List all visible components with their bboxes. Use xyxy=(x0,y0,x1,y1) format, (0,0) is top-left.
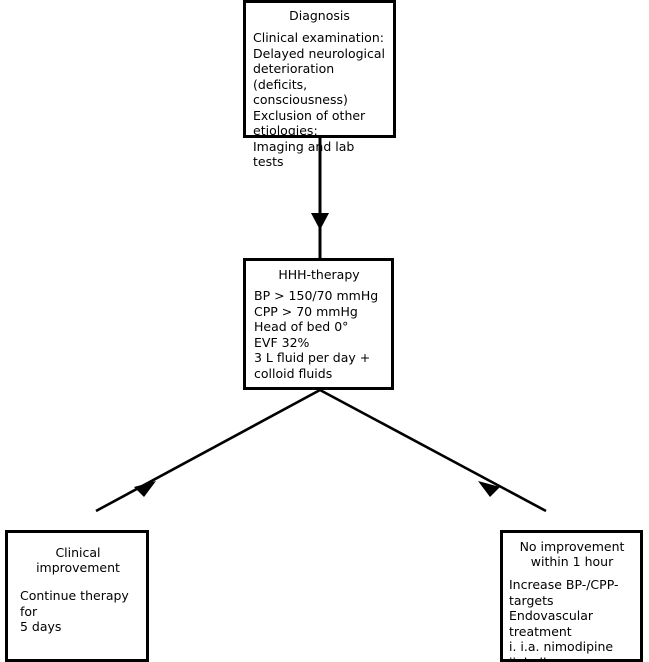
node-diagnosis-title: Diagnosis xyxy=(289,8,350,23)
node-no-improvement-body: Increase BP-/CPP-targets Endovascular tr… xyxy=(509,577,619,662)
edge-hhh-to-improvement xyxy=(95,388,321,513)
node-clinical-improvement[interactable]: Clinical improvement Continue therapy fo… xyxy=(5,530,149,662)
node-clinical-improvement-body: Continue therapy for 5 days xyxy=(20,588,129,634)
node-diagnosis[interactable]: Diagnosis Clinical examination: Delayed … xyxy=(243,0,396,169)
edge-diagnosis-to-hhh xyxy=(311,138,329,258)
edge-hhh-to-noimprovement xyxy=(319,388,547,513)
node-diagnosis-body: Clinical examination: Delayed neurologic… xyxy=(253,30,386,169)
node-clinical-improvement-title: Clinical improvement xyxy=(36,545,120,575)
node-no-improvement[interactable]: No improvement within 1 hour Increase BP… xyxy=(500,530,643,662)
node-hhh-therapy-body: BP > 150/70 mmHg CPP > 70 mmHg Head of b… xyxy=(254,288,379,381)
node-hhh-therapy[interactable]: HHH-therapy BP > 150/70 mmHg CPP > 70 mm… xyxy=(243,258,394,390)
node-no-improvement-title: No improvement within 1 hour xyxy=(519,539,625,569)
node-hhh-therapy-title: HHH-therapy xyxy=(278,267,360,282)
